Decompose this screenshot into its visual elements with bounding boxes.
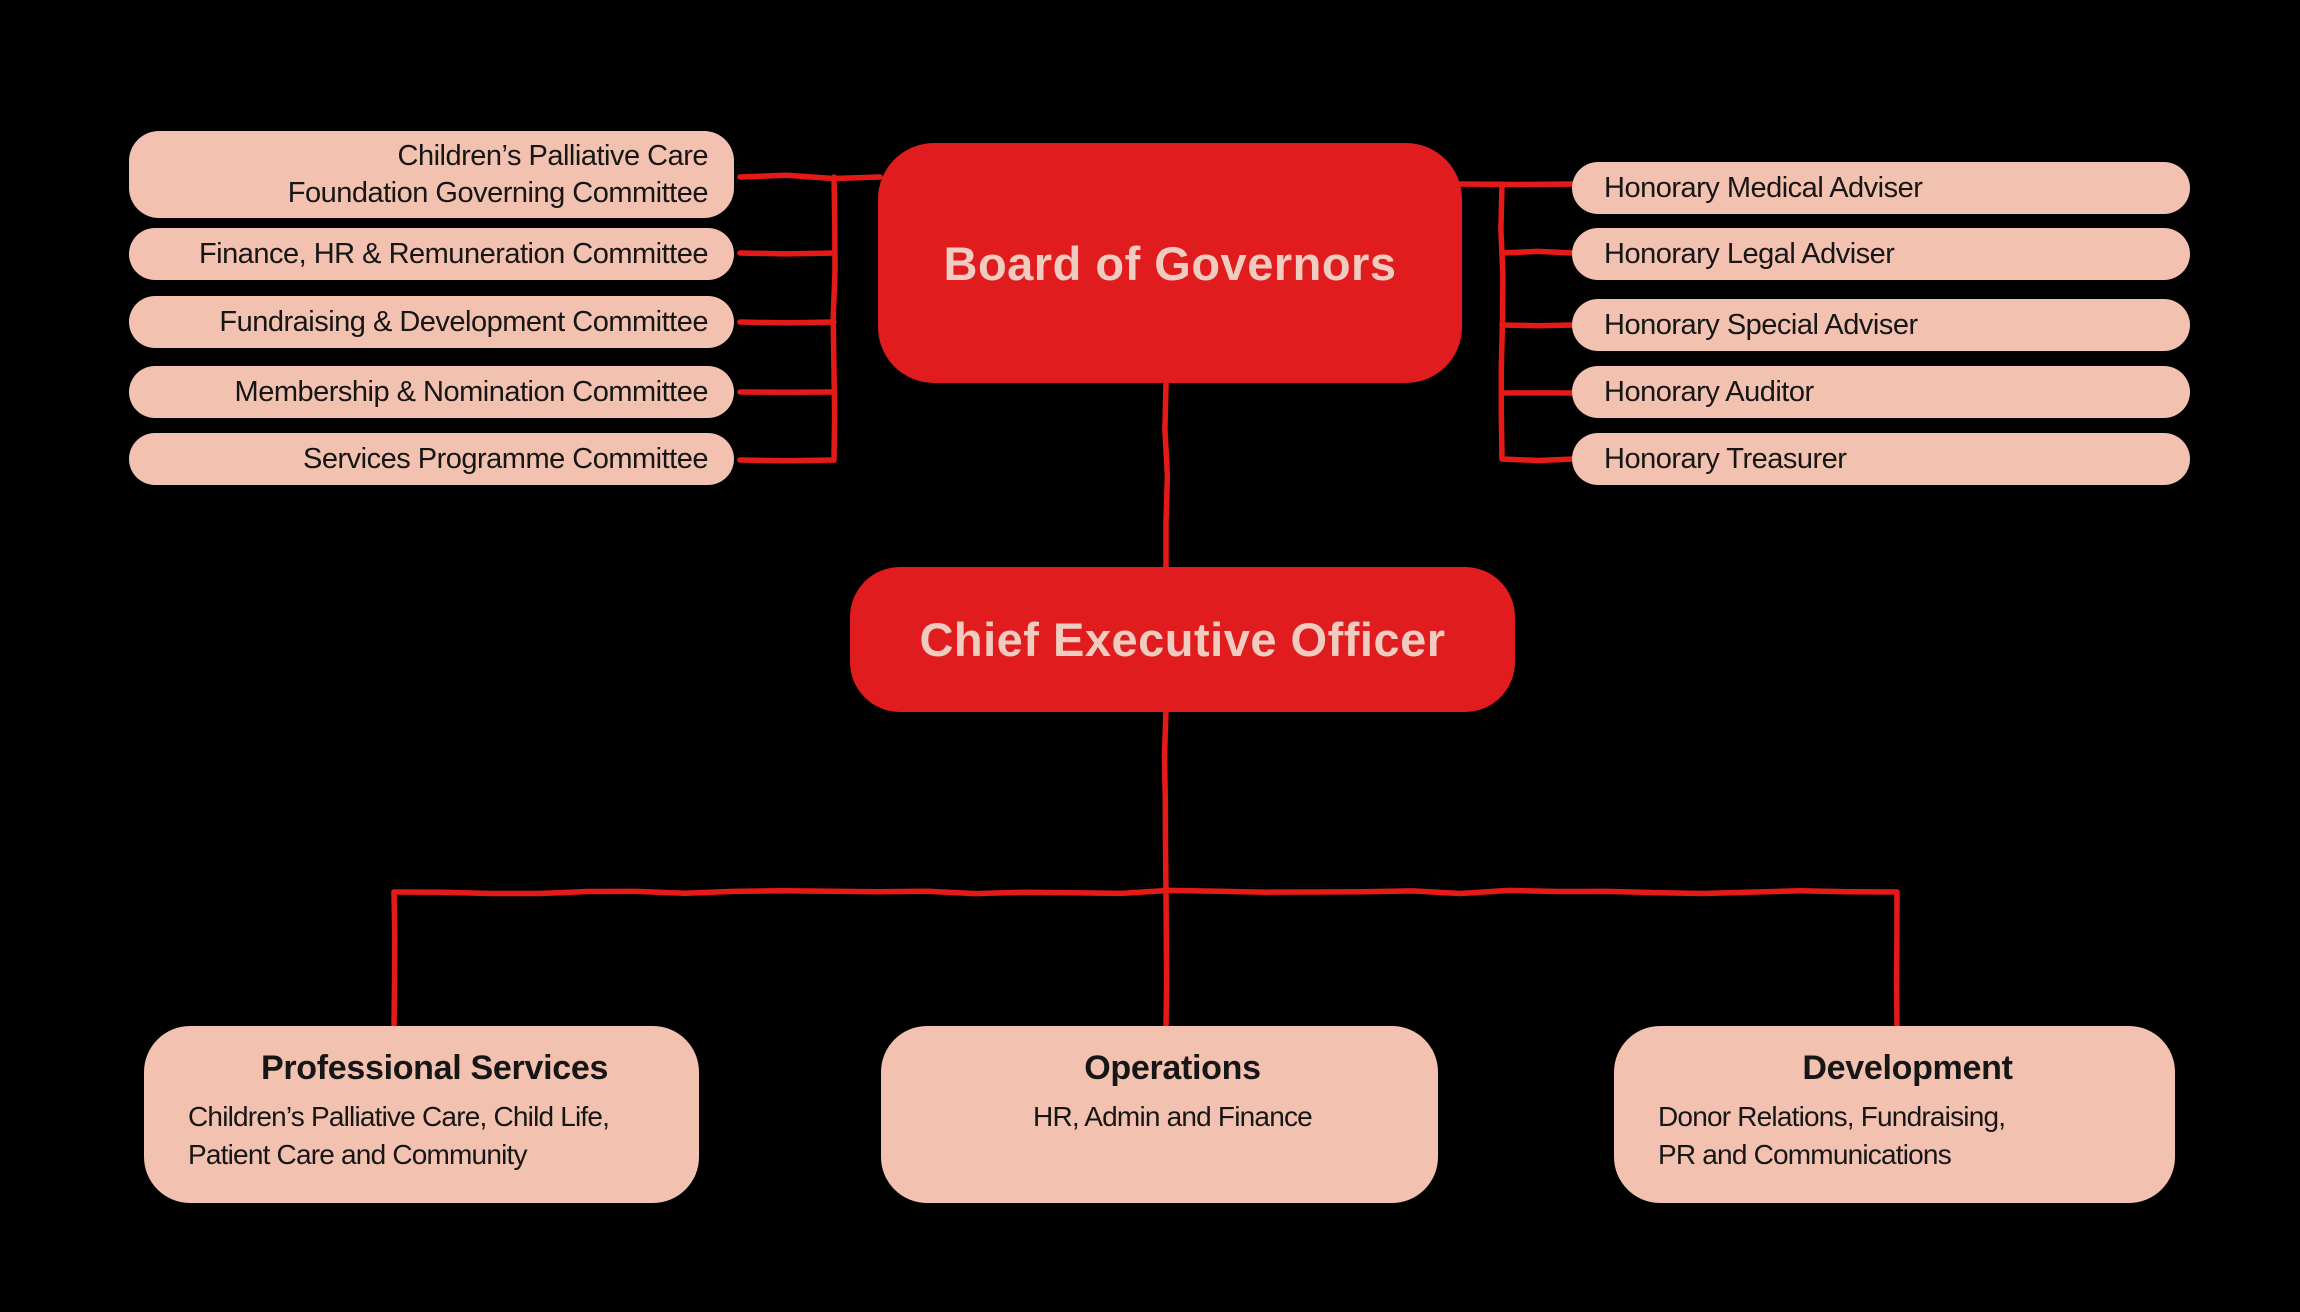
adviser-node-medical: Honorary Medical Adviser xyxy=(1572,162,2190,214)
adviser-node-auditor: Honorary Auditor xyxy=(1572,366,2190,418)
connector-line xyxy=(1498,181,1506,462)
department-subtitle: Donor Relations, Fundraising, PR and Com… xyxy=(1658,1101,2006,1170)
committee-node-membership-nomination: Membership & Nomination Committee xyxy=(129,366,734,418)
adviser-node-special: Honorary Special Adviser xyxy=(1572,299,2190,351)
connector-line xyxy=(737,172,883,182)
committee-node-finance-hr-remuneration: Finance, HR & Remuneration Committee xyxy=(129,228,734,280)
connector-line xyxy=(1499,456,1577,464)
department-subtitle: HR, Admin and Finance xyxy=(1033,1101,1313,1132)
connector-line xyxy=(391,887,1900,897)
connector-line xyxy=(1499,322,1577,329)
connector-line xyxy=(1163,889,1170,1031)
department-subtitle: Children’s Palliative Care, Child Life, … xyxy=(188,1101,610,1170)
connector-line xyxy=(1161,707,1169,895)
adviser-node-treasurer: Honorary Treasurer xyxy=(1572,433,2190,485)
chief-executive-officer-node: Chief Executive Officer xyxy=(850,567,1515,712)
adviser-node-legal: Honorary Legal Adviser xyxy=(1572,228,2190,280)
department-node-professional-services: Professional Services Children’s Palliat… xyxy=(144,1026,699,1203)
connector-line xyxy=(391,889,398,1031)
connector-line xyxy=(737,250,837,257)
department-title: Operations xyxy=(1084,1049,1261,1087)
department-node-development: Development Donor Relations, Fundraising… xyxy=(1614,1026,2175,1203)
connector-line xyxy=(737,319,837,326)
connector-line xyxy=(737,457,837,464)
connector-line xyxy=(1499,248,1577,256)
connector-line xyxy=(830,174,838,463)
department-title: Development xyxy=(1802,1049,2013,1087)
committee-node-services-programme: Services Programme Committee xyxy=(129,433,734,485)
board-of-governors-node: Board of Governors xyxy=(878,143,1462,383)
department-title: Professional Services xyxy=(260,1049,609,1087)
department-node-operations: Operations HR, Admin and Finance xyxy=(881,1026,1438,1203)
connector-line xyxy=(1457,181,1577,188)
connector-line xyxy=(1162,380,1171,571)
committee-node-fundraising-development: Fundraising & Development Committee xyxy=(129,296,734,348)
committee-node-governing: Children’s Palliative Care Foundation Go… xyxy=(129,131,734,218)
